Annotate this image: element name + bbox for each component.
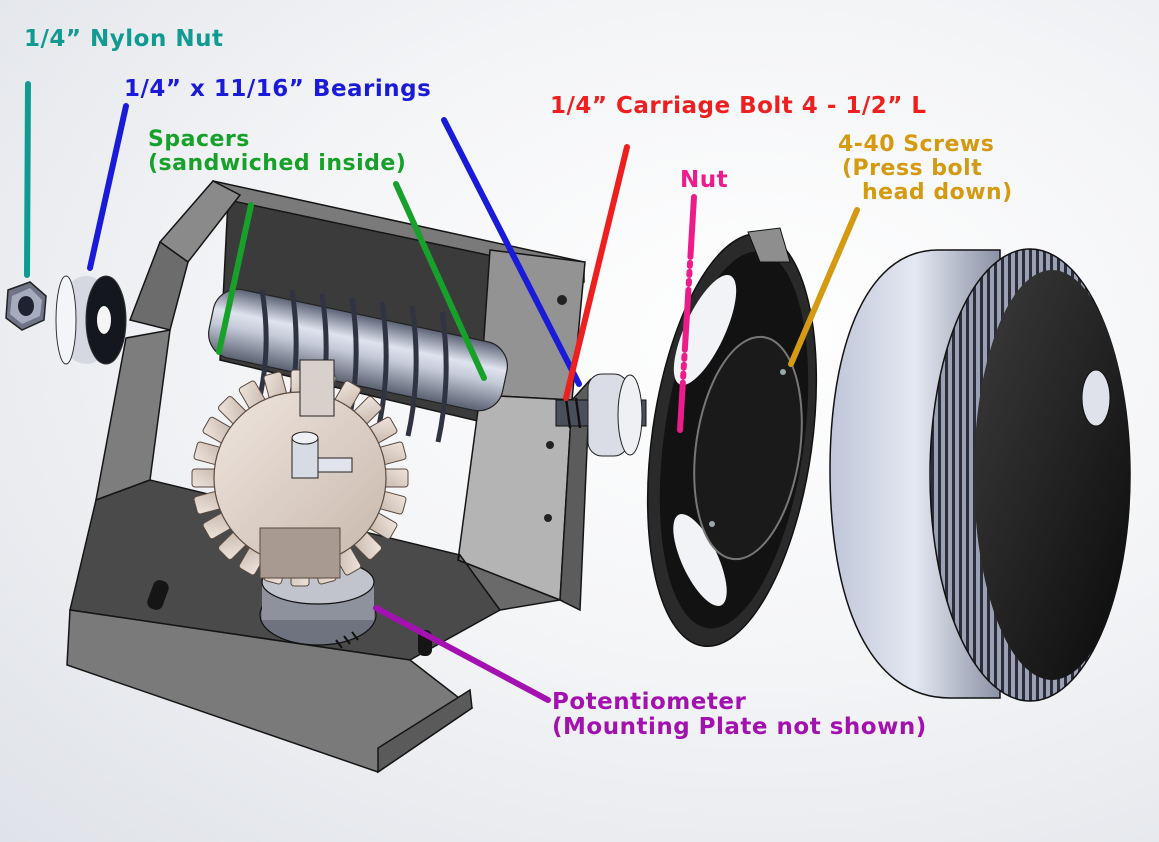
potentiometer-label-line2: (Mounting Plate not shown)	[552, 714, 927, 740]
carriage-bolt-label: 1/4” Carriage Bolt 4 - 1/2” L	[550, 94, 927, 119]
spur-gear	[191, 369, 409, 587]
nylon-nut	[5, 281, 47, 331]
potentiometer-label: Potentiometer (Mounting Plate not shown)	[552, 690, 927, 740]
nut-label-text: Nut	[680, 167, 729, 193]
mounting-plate	[646, 227, 818, 648]
shaft-key	[299, 359, 335, 417]
spacers-label-line2: (sandwiched inside)	[148, 151, 407, 176]
potentiometer-body	[259, 559, 377, 649]
nylon-nut-label-text: 1/4” Nylon Nut	[24, 26, 224, 52]
spacers-label-line1: Spacers	[148, 127, 250, 152]
screws-label-line2: (Press bolt	[842, 156, 983, 181]
potentiometer-label-line1: Potentiometer	[552, 689, 747, 715]
spacers-label: Spacers (sandwiched inside)	[148, 128, 406, 176]
nut-label: Nut	[680, 168, 728, 193]
screws-label: 4-40 Screws (Press bolt head down)	[838, 133, 1013, 205]
left-bearing	[55, 275, 127, 365]
knurled-knob	[829, 248, 1131, 702]
bolt-and-bearing	[555, 373, 647, 457]
screws-label-line1: 4-40 Screws	[838, 132, 995, 157]
nylon-nut-label: 1/4” Nylon Nut	[24, 27, 223, 52]
bearings-label-text: 1/4” x 11/16” Bearings	[124, 76, 432, 102]
leader-lines	[24, 81, 860, 703]
bearings-label: 1/4” x 11/16” Bearings	[124, 77, 431, 102]
carriage-bolt-label-text: 1/4” Carriage Bolt 4 - 1/2” L	[550, 93, 927, 119]
screws-label-line3: head down)	[862, 180, 1013, 205]
